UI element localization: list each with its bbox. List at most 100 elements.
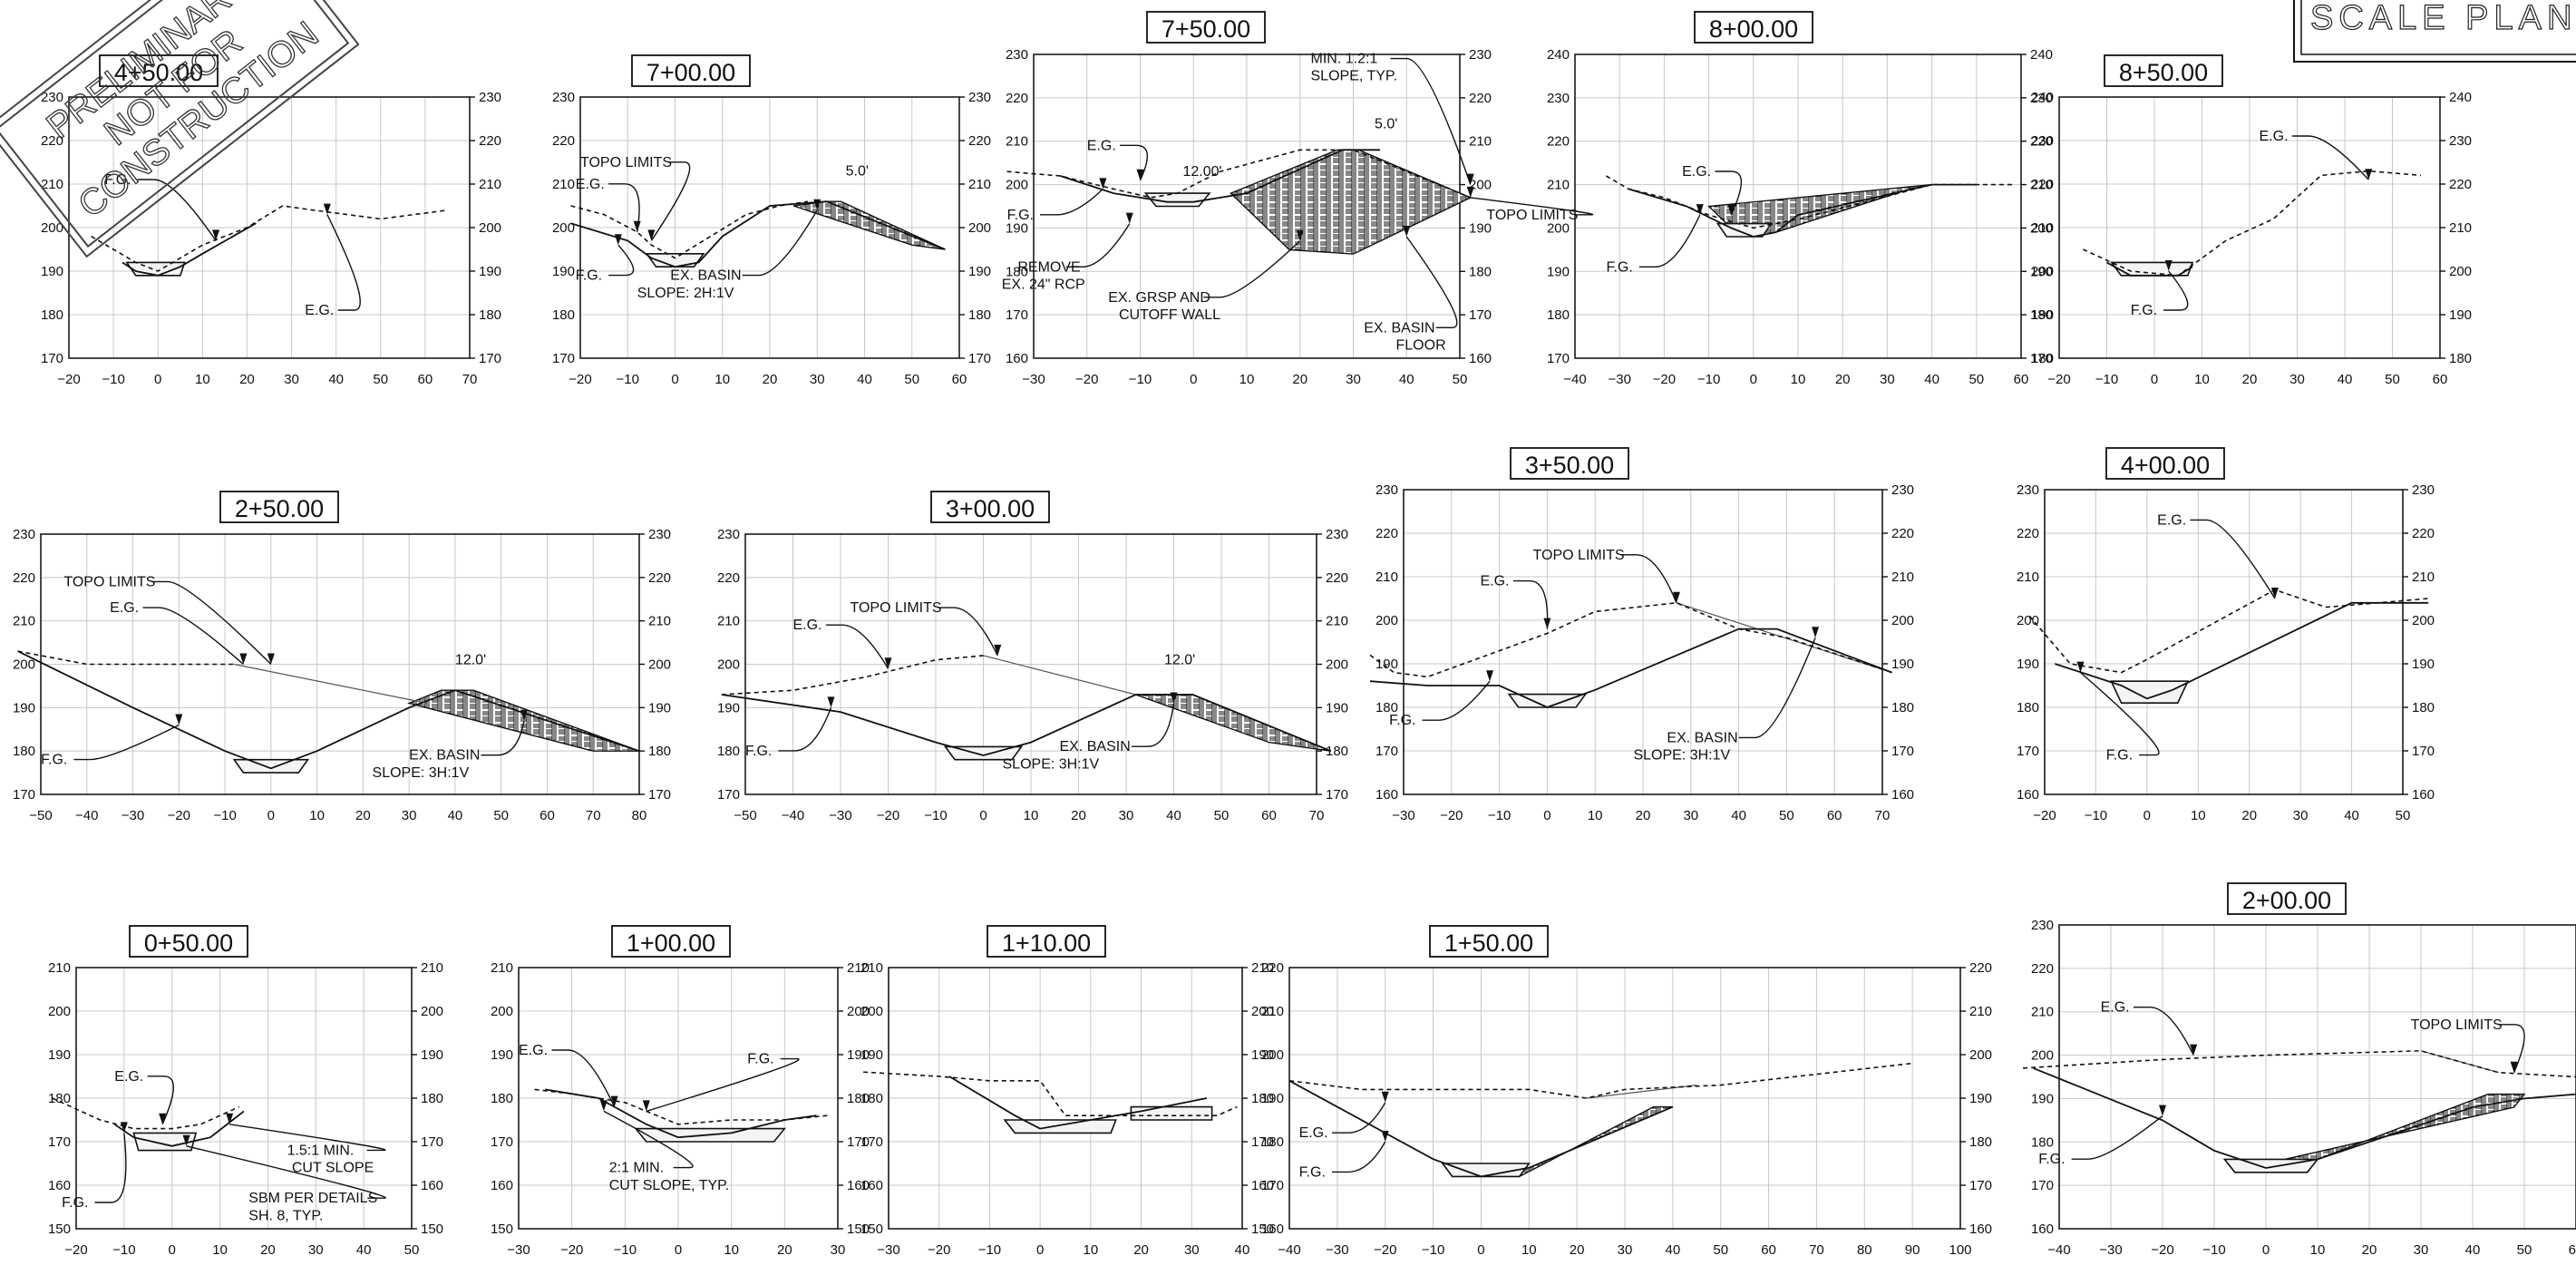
annotation-leader [551,1049,616,1107]
riprap-channel [1716,222,1774,238]
y-tick-label-right: 190 [1469,220,1492,236]
y-tick-label-left: 190 [2017,657,2039,672]
y-tick-label-left: 180 [552,307,575,323]
x-tick-label: −20 [569,372,591,387]
annotation-label: SLOPE, TYP. [1311,69,1397,84]
x-tick-label: 10 [2310,1242,2326,1258]
y-tick-label-left: 200 [2031,1048,2054,1064]
finished-grade-line [1060,149,1380,203]
y-tick-label-right: 170 [1469,307,1492,323]
section-grid [2058,96,2441,359]
x-tick-label: 70 [586,808,601,823]
y-tick-label-right: 200 [479,220,501,236]
x-tick-label: 90 [1905,1242,1920,1258]
y-tick-label-left: 190 [2031,307,2054,323]
x-tick-label: 0 [2151,372,2158,387]
leader-arrowhead [2270,588,2279,599]
y-tick-label-left: 180 [1261,1134,1284,1150]
annotation-label: CUTOFF WALL [1119,307,1220,323]
annotation-label: E.G. [2101,1000,2130,1016]
y-tick-label-right: 200 [1469,178,1492,193]
y-tick-label-left: 150 [48,1221,71,1237]
station-label: 0+50.00 [144,929,233,957]
y-tick-label-left: 210 [1006,134,1028,150]
y-tick-label-right: 210 [2449,220,2472,236]
riprap-channel [2110,680,2190,705]
y-tick-label-right: 200 [2412,613,2435,628]
annotation-label: EX. 24" RCP [1002,277,1085,292]
y-tick-label-left: 220 [2017,526,2039,541]
y-tick-label-left: 210 [717,614,740,629]
station-label: 3+50.00 [1525,452,1614,479]
x-tick-label: 20 [1071,808,1086,823]
x-tick-label: −40 [1563,372,1586,387]
y-tick-label-left: 170 [1375,744,1398,759]
y-tick-label-left: 170 [1547,351,1570,366]
y-tick-label-left: 200 [13,657,35,673]
y-tick-label-right: 210 [1251,960,1274,976]
y-tick-label-right: 210 [847,960,870,976]
annotation-label: SLOPE: 3H:1V [373,765,470,781]
x-tick-label: −10 [102,372,124,387]
annotation-leader [1638,214,1701,268]
annotation-label: 2:1 MIN. [609,1161,664,1176]
x-tick-label: 20 [1570,1242,1585,1258]
y-tick-label-left: 160 [1006,351,1028,366]
leader-arrowhead [614,234,622,246]
y-tick-label-right: 230 [2412,482,2435,498]
annotation-leader [742,209,818,277]
finished-grade-line [122,222,257,277]
y-tick-label-left: 210 [2031,1005,2054,1020]
annotation-leader [73,724,180,761]
y-tick-label-right: 210 [968,177,991,192]
leader-arrowhead [647,229,656,241]
y-tick-label-right: 180 [2412,700,2435,715]
leader-arrowhead [599,1100,608,1112]
annotation-label: 5.0' [846,163,869,179]
leader-arrowhead [1403,226,1411,237]
annotation-leader [1040,188,1103,216]
leader-arrowhead [2164,260,2173,271]
y-tick-label-right: 180 [479,307,501,323]
x-tick-label: 60 [2569,1242,2576,1258]
y-tick-label-left: 200 [2031,264,2054,279]
x-tick-label: −20 [1440,808,1463,823]
y-tick-label-left: 160 [2031,1221,2054,1237]
annotation-label: F.G. [2131,303,2157,318]
y-tick-label-left: 170 [2017,744,2039,759]
x-tick-label: 20 [2241,808,2257,823]
annotation-label: F.G. [104,172,131,188]
y-tick-label-right: 200 [968,220,991,236]
x-tick-label: 20 [260,1242,276,1258]
x-tick-label: −10 [924,808,947,823]
y-tick-label-right: 180 [648,744,671,759]
leader-arrowhead [827,696,835,708]
x-tick-label: −20 [877,808,899,823]
y-tick-label-right: 180 [1469,264,1492,279]
x-tick-label: 60 [1261,808,1277,823]
x-tick-label: 10 [1239,372,1255,387]
y-tick-label-right: 190 [968,264,991,279]
annotation-leader [137,179,217,241]
annotation-label: F.G. [2038,1152,2065,1167]
leader-arrowhead [813,199,821,210]
y-tick-label-left: 220 [552,133,575,149]
x-tick-label: 50 [493,808,509,823]
annotation-label: 12.00' [1183,164,1222,180]
x-tick-label: 50 [1779,808,1794,823]
y-tick-label-left: 220 [2031,177,2054,192]
y-tick-label-left: 210 [1375,569,1398,585]
x-tick-label: −10 [617,372,639,387]
station-title: 1+10.00 [987,925,1106,958]
x-tick-label: −20 [560,1242,583,1258]
x-tick-label: 60 [540,808,555,823]
section-frame [2058,924,2576,1230]
x-tick-label: −30 [507,1242,530,1258]
y-tick-label-right: 180 [421,1091,443,1106]
annotation-label: E.G. [519,1043,548,1058]
x-tick-label: 0 [154,372,161,387]
station-label: 8+50.00 [2119,59,2208,86]
